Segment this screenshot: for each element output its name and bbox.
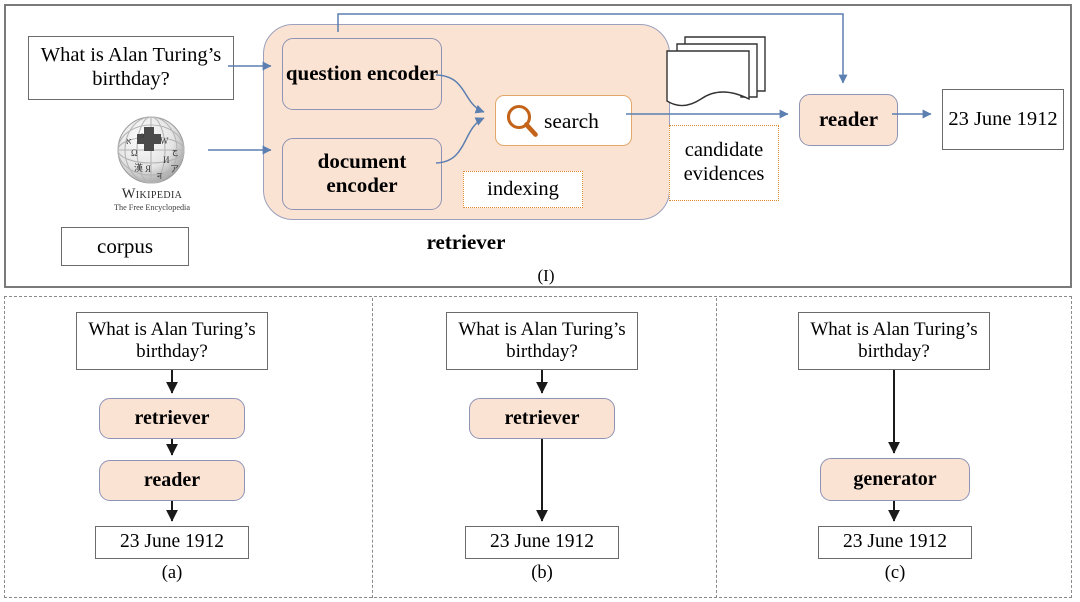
caption-b: (b)	[531, 562, 553, 583]
document-stack-icon	[666, 36, 766, 107]
panel-divider-1	[372, 298, 373, 598]
module-b-retriever: retriever	[469, 398, 615, 439]
question-box-panel-one: What is Alan Turing’s birthday?	[28, 36, 234, 100]
corpus-box: corpus	[61, 227, 189, 266]
panel-one-architecture: What is Alan Turing’s birthday?	[4, 4, 1072, 288]
document-encoder-box: document encoder	[282, 138, 442, 210]
search-box: search	[495, 95, 632, 146]
question-box-c: What is Alan Turing’s birthday?	[798, 312, 990, 370]
candidate-evidences-box: candidate evidences	[669, 125, 779, 201]
panel-one-caption: (I)	[537, 266, 555, 285]
answer-box-b: 23 June 1912	[465, 526, 619, 559]
question-encoder-box: question encoder	[282, 38, 442, 110]
svg-text:ج: ج	[172, 146, 178, 157]
svg-text:И: И	[163, 155, 170, 165]
indexing-box: indexing	[463, 171, 583, 208]
wikipedia-tagline: The Free Encyclopedia	[114, 203, 190, 212]
caption-c: (c)	[884, 562, 906, 583]
module-a-retriever: retriever	[99, 398, 245, 439]
panel-divider-2	[716, 298, 717, 598]
svg-text:א: א	[126, 136, 132, 146]
wikipedia-wordmark: Wikipedia	[121, 186, 183, 202]
svg-text:漢: 漢	[134, 162, 143, 173]
reader-box: reader	[799, 94, 898, 146]
svg-text:Я: Я	[145, 164, 151, 174]
answer-box-c: 23 June 1912	[818, 526, 972, 559]
svg-text:न: न	[157, 171, 163, 181]
retriever-label: retriever	[426, 229, 506, 254]
svg-text:ア: ア	[170, 164, 179, 174]
module-a-reader: reader	[99, 460, 245, 501]
answer-box-panel-one: 23 June 1912	[942, 89, 1064, 150]
module-c-generator: generator	[820, 458, 970, 501]
question-box-a: What is Alan Turing’s birthday?	[76, 312, 268, 370]
svg-text:α: α	[140, 130, 145, 140]
wikipedia-globe-icon: Ω W Я И 漢 ج न א ア α	[117, 116, 185, 184]
svg-text:Ω: Ω	[131, 148, 138, 158]
question-box-b: What is Alan Turing’s birthday?	[446, 312, 638, 370]
caption-a: (a)	[161, 562, 183, 583]
answer-box-a: 23 June 1912	[95, 526, 249, 559]
search-label: search	[544, 109, 599, 133]
wikipedia-logo: Ω W Я И 漢 ج न א ア α Wikipedia The Free E…	[92, 114, 212, 214]
magnifier-icon	[506, 104, 538, 137]
svg-text:W: W	[160, 136, 169, 146]
